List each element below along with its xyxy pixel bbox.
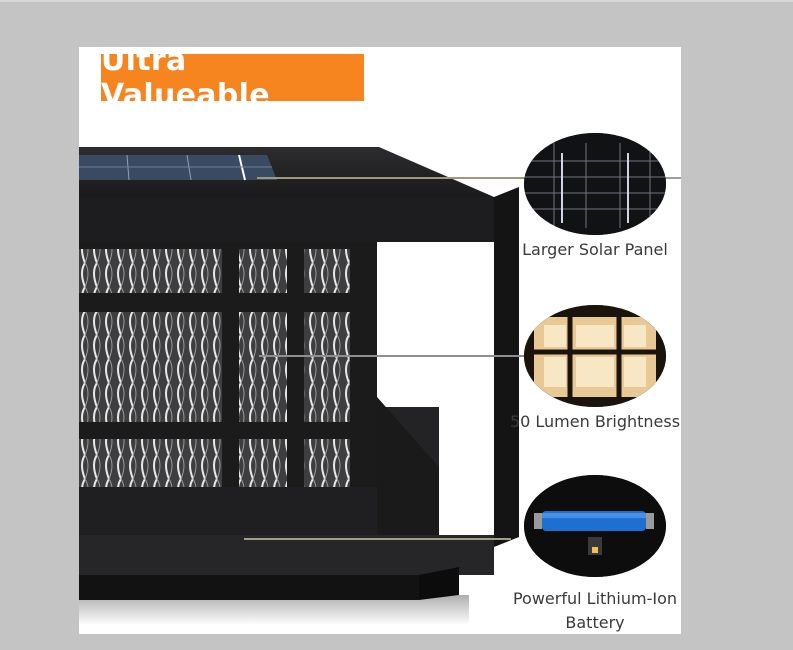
solar-panel-icon <box>524 133 666 235</box>
ultra-valueable-badge: Ultra Valueable <box>101 47 364 113</box>
feature-label-solar-panel: Larger Solar Panel <box>522 240 668 259</box>
top-edge <box>0 0 793 2</box>
feature-label-brightness: 50 Lumen Brightness <box>509 412 681 431</box>
product-image-card: Ultra Valueable Larger Solar Panel <box>79 47 681 634</box>
solar-post-light-image <box>79 147 681 625</box>
light-icon <box>524 305 666 407</box>
battery-icon <box>524 475 666 577</box>
feature-label-battery: Powerful Lithium-Ion Battery <box>512 589 678 632</box>
